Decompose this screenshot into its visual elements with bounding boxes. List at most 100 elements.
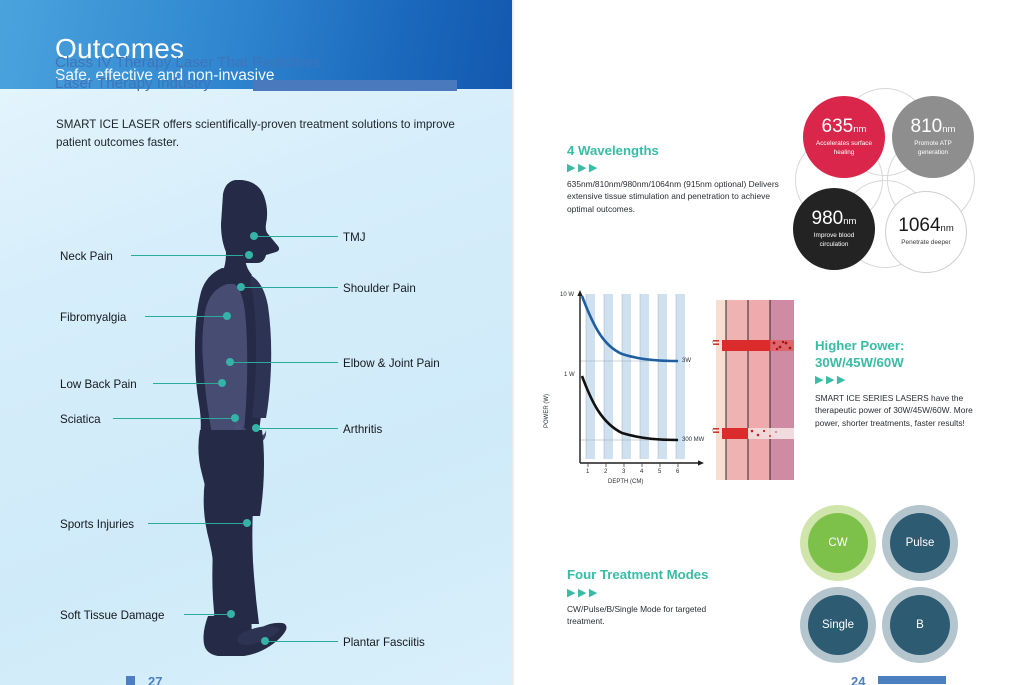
callout-leader (148, 523, 243, 525)
callout-label: Arthritis (343, 423, 383, 436)
callout-label: Shoulder Pain (343, 282, 416, 295)
wavelength-value: 635nm (821, 116, 867, 138)
wavelength-value: 1064nm (898, 215, 954, 237)
callout-leader (245, 287, 338, 289)
wavelength-desc: Promote ATP generation (914, 140, 952, 156)
left-page: Outcomes Safe, effective and non-invasiv… (0, 0, 512, 685)
callout-leader (234, 362, 338, 364)
mode-single-core: Single (808, 595, 868, 655)
chart-yaxis-label: POWER (W) (544, 394, 550, 428)
chart-ticks (587, 463, 679, 467)
footer-accent-bar (878, 676, 946, 684)
wavelength-635[interactable]: 635nm Accelerates surface healing (803, 96, 885, 178)
callout-leader (113, 418, 231, 420)
mode-pulse[interactable]: Pulse (882, 505, 958, 581)
callout-label: Sciatica (60, 413, 101, 426)
title-line-2: Laser Therapy Industry (55, 75, 211, 92)
callout-dot (237, 283, 245, 291)
chart-annotation-300mw: 300 MW (682, 437, 705, 443)
higher-power-line-2: 30W/45W/60W (815, 355, 904, 370)
shallow-beam (722, 428, 794, 439)
right-page-title: Class IV Therapy Laser That Redefines La… (55, 52, 455, 94)
callout-label: TMJ (343, 231, 366, 244)
higher-power-line-1: Higher Power: (815, 338, 905, 353)
wavelength-1064[interactable]: 1064nm Penetrate deeper (885, 191, 967, 273)
chart-annotation-3w: 3W (682, 358, 691, 364)
mode-b-core: B (890, 595, 950, 655)
mode-b[interactable]: B (882, 587, 958, 663)
probe-upper-icon (712, 340, 719, 345)
mode-cw-core: CW (808, 513, 868, 573)
wavelength-desc: Improve blood circulation (813, 232, 855, 248)
callout-dot (223, 312, 231, 320)
callout-label: Elbow & Joint Pain (343, 357, 440, 370)
callout-leader (145, 316, 223, 318)
power-depth-chart: 10 W 1 W 3W 300 MW 1 2 3 4 5 6 DEPTH (CM… (544, 288, 710, 493)
page-gutter-shadow (512, 0, 515, 685)
callout-leader (131, 255, 243, 257)
callout-leader (269, 641, 338, 643)
section-body-treatment-modes: CW/Pulse/B/Single Mode for targeted trea… (567, 604, 707, 627)
callout-dot (261, 637, 269, 645)
callout-leader (184, 614, 227, 616)
chart-ylabel-mid: 1 W (564, 372, 575, 378)
mode-single[interactable]: Single (800, 587, 876, 663)
callout-dot (218, 379, 226, 387)
callout-label: Plantar Fasciitis (343, 636, 425, 649)
wavelength-980[interactable]: 980nm Improve blood circulation (793, 188, 875, 270)
mode-cw[interactable]: CW (800, 505, 876, 581)
chart-gridlines (580, 294, 680, 459)
arrow-bullets-icon: ▶▶▶ (815, 374, 848, 386)
probe-lower-icon (712, 428, 719, 433)
arrow-bullets-icon: ▶▶▶ (567, 587, 600, 599)
callout-leader (258, 236, 338, 238)
callout-leader (260, 428, 338, 430)
treatment-mode-circles: CW Pulse Single B (800, 505, 990, 665)
chart-series-high-power (580, 295, 679, 363)
callout-dot (252, 424, 260, 432)
chart-xtick-2: 2 (604, 469, 608, 475)
chart-ylabel-top: 10 W (560, 292, 575, 298)
chart-xaxis-label: DEPTH (CM) (608, 479, 644, 485)
deep-beam (722, 340, 794, 351)
chart-axes (577, 290, 704, 466)
mode-label: B (916, 619, 924, 631)
callout-label: Low Back Pain (60, 378, 137, 391)
callout-dot (243, 519, 251, 527)
chart-xtick-4: 4 (640, 469, 644, 475)
callout-label: Fibromyalgia (60, 311, 127, 324)
callout-dot (226, 358, 234, 366)
outcomes-banner: Outcomes Safe, effective and non-invasiv… (0, 0, 512, 89)
callout-label: Sports Injuries (60, 518, 135, 531)
arrow-bullets-icon: ▶▶▶ (567, 162, 600, 174)
chart-xtick-6: 6 (676, 469, 680, 475)
human-body-illustration (195, 180, 287, 656)
body-silhouette (195, 180, 287, 656)
section-heading-treatment-modes: Four Treatment Modes (567, 567, 709, 582)
wavelength-desc: Accelerates surface healing (815, 140, 873, 156)
callout-label: Soft Tissue Damage (60, 609, 165, 622)
callout-dot (245, 251, 253, 259)
section-body-wavelengths: 635nm/810nm/980nm/1064nm (915nm optional… (567, 179, 779, 214)
title-line-1: Class IV Therapy Laser That Redefines (55, 54, 321, 71)
mode-label: Single (822, 619, 854, 631)
section-body-higher-power: SMART ICE SERIES LASERS have the therape… (815, 393, 973, 428)
callout-dot (250, 232, 258, 240)
page-subtitle: Safe, effective and non-invasive (55, 67, 275, 84)
right-page-number: 24 (851, 674, 866, 685)
tissue-penetration-illustration (712, 300, 794, 480)
chart-xtick-3: 3 (622, 469, 626, 475)
wavelength-810[interactable]: 810nm Promote ATP generation (892, 96, 974, 178)
wavelength-circles: 635nm Accelerates surface healing 810nm … (793, 88, 983, 276)
callout-dot (231, 414, 239, 422)
left-page-number: 27 (148, 674, 163, 685)
mode-pulse-core: Pulse (890, 513, 950, 573)
intro-paragraph: SMART ICE LASER offers scientifically-pr… (56, 118, 455, 149)
chart-svg (577, 290, 704, 467)
callout-leader (153, 383, 218, 385)
mode-label: CW (828, 537, 848, 549)
mode-label: Pulse (905, 537, 935, 549)
footer-accent-bar (126, 676, 135, 685)
callout-label: Neck Pain (60, 250, 113, 263)
